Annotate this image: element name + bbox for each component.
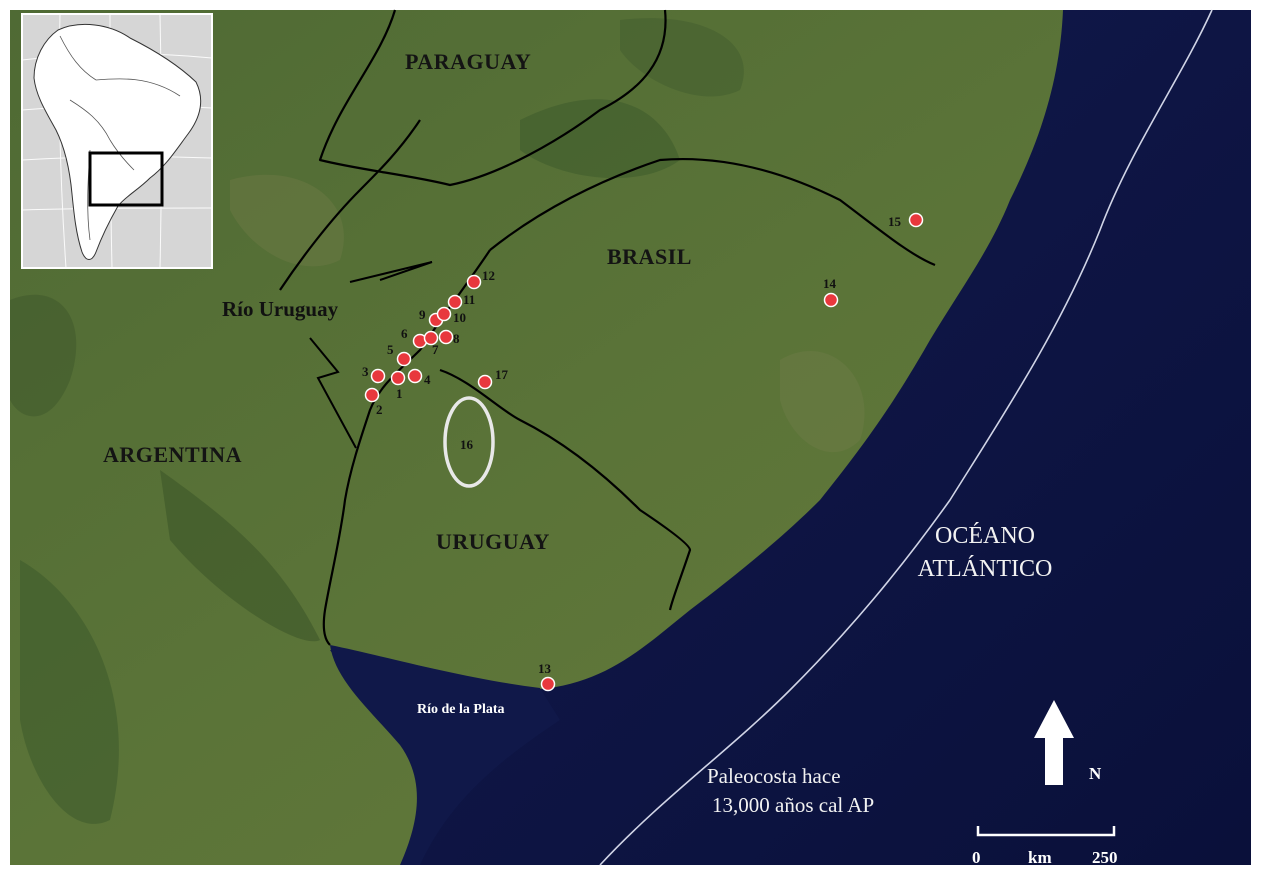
site-label-12: 12	[482, 268, 495, 283]
label-ocean-line2: ATLÁNTICO	[918, 556, 1053, 582]
site-marker-3	[370, 368, 386, 384]
label-rio-de-la-plata: Río de la Plata	[417, 702, 505, 717]
site-label-5: 5	[387, 342, 394, 357]
paleocoast-line	[599, 9, 1213, 866]
land-texture	[10, 18, 865, 824]
site-16-area	[443, 396, 495, 488]
political-borders	[279, 9, 936, 646]
north-arrow: N	[1034, 700, 1102, 785]
site-label-9: 9	[419, 307, 426, 322]
scale-unit: km	[1028, 848, 1052, 867]
site-markers	[364, 212, 924, 692]
label-argentina: ARGENTINA	[103, 442, 242, 467]
scale-bar-line	[976, 826, 1116, 837]
site-marker-2	[364, 387, 380, 403]
site-label-11: 11	[463, 292, 475, 307]
site-label-3: 3	[362, 364, 369, 379]
site-label-17: 17	[495, 367, 509, 382]
site-label-1: 1	[396, 386, 403, 401]
site-label-7: 7	[432, 342, 439, 357]
site-marker-17	[477, 374, 493, 390]
ocean-area	[330, 10, 1251, 865]
site-marker-1	[390, 370, 406, 386]
site-label-13: 13	[538, 661, 552, 676]
site-label-15: 15	[888, 214, 902, 229]
site-marker-5	[396, 351, 412, 367]
label-brasil: BRASIL	[607, 244, 692, 269]
rio-de-la-plata-water	[330, 645, 560, 865]
site-label-8: 8	[453, 331, 460, 346]
north-label: N	[1089, 764, 1102, 783]
scale-start: 0	[972, 848, 981, 867]
site-marker-15	[908, 212, 924, 228]
inset-map	[21, 13, 213, 269]
inset-locator-box	[88, 151, 164, 207]
north-arrow-icon	[1034, 700, 1074, 785]
site-label-4: 4	[424, 372, 431, 387]
site-label-6: 6	[401, 326, 408, 341]
label-paraguay: PARAGUAY	[405, 49, 531, 74]
label-paleocoast-line1: Paleocosta hace	[707, 764, 841, 788]
inset-south-america	[33, 24, 202, 260]
scale-bar: 0 km 250	[972, 826, 1118, 867]
label-ocean-line1: OCÉANO	[935, 523, 1035, 549]
label-uruguay: URUGUAY	[436, 529, 550, 554]
site-marker-14	[823, 292, 839, 308]
site-marker-13	[540, 676, 556, 692]
site-marker-8	[438, 329, 454, 345]
site-marker-4	[407, 368, 423, 384]
site-labels: 1 2 3 4 5 6 7 8 9 10 11 12 13 14 15 16 1…	[362, 214, 902, 676]
site-label-14: 14	[823, 276, 837, 291]
label-paleocoast-line2: 13,000 años cal AP	[712, 793, 874, 817]
label-rio-uruguay: Río Uruguay	[222, 297, 339, 321]
scale-end: 250	[1092, 848, 1118, 867]
site-label-2: 2	[376, 402, 383, 417]
site-label-16: 16	[460, 437, 474, 452]
site-label-10: 10	[453, 310, 466, 325]
site-marker-7	[423, 330, 439, 346]
site-marker-10	[436, 306, 452, 322]
site-marker-12	[466, 274, 482, 290]
river-leader-lines	[309, 261, 433, 449]
site-marker-11	[447, 294, 463, 310]
